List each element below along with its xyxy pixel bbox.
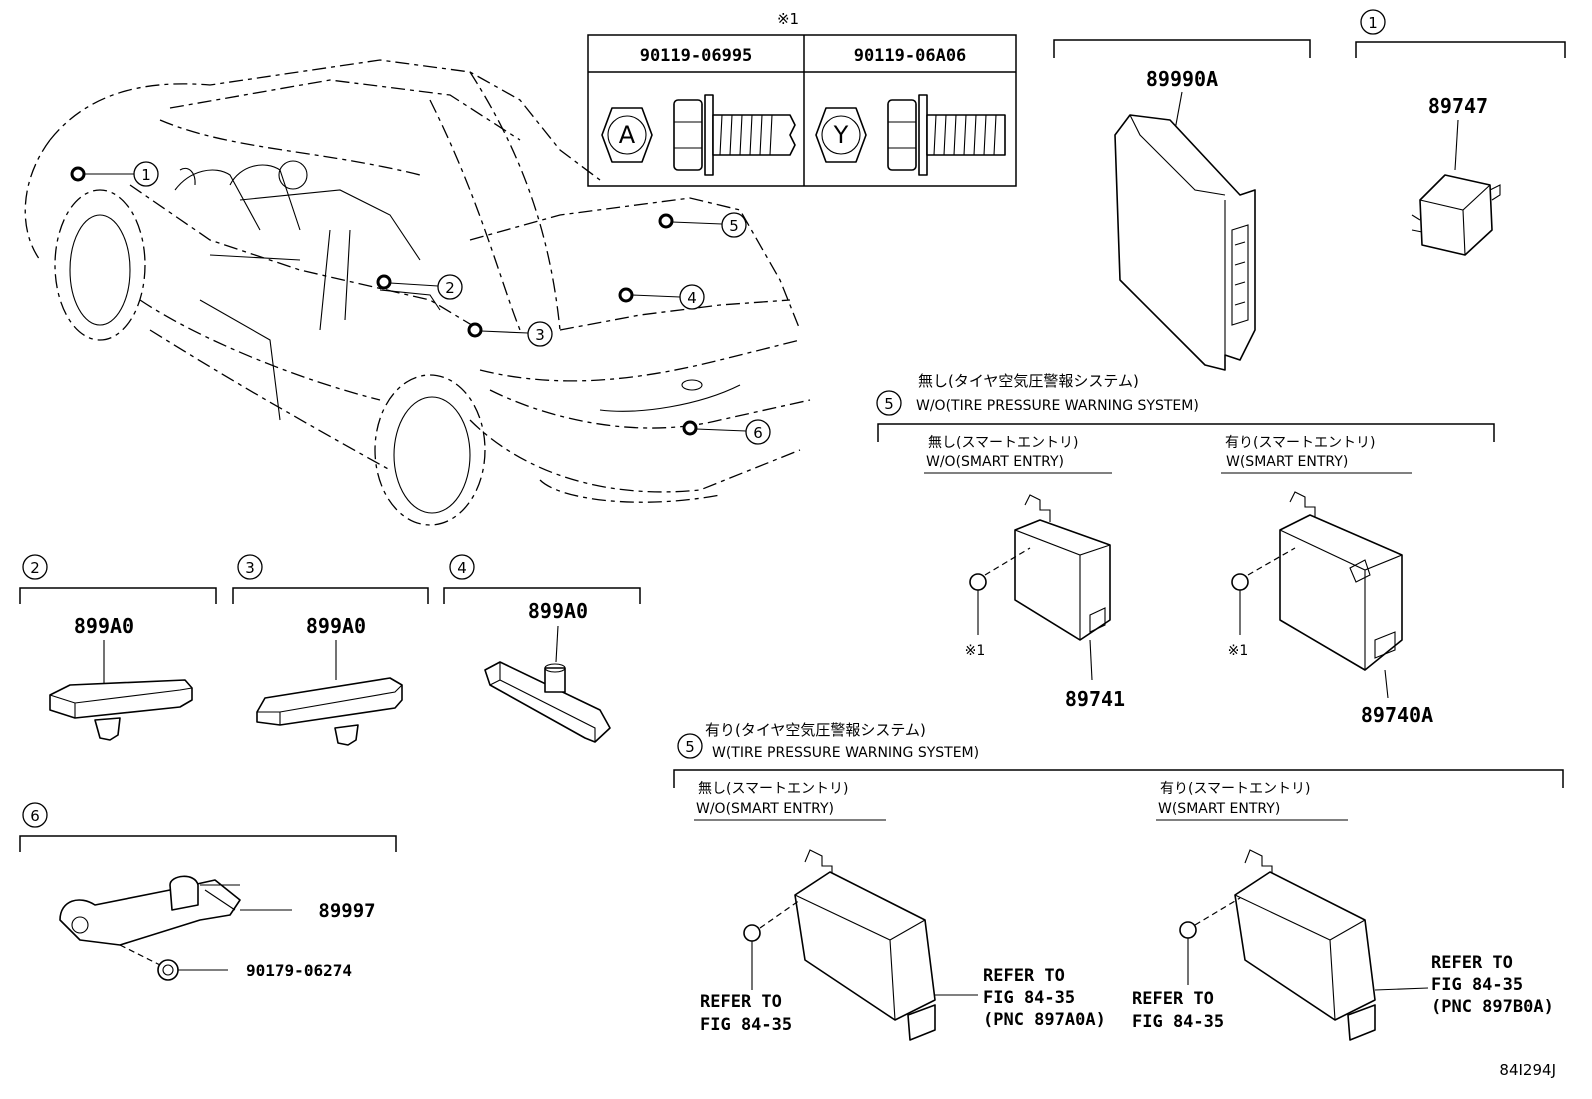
location-marker-4 xyxy=(618,287,634,303)
location-marker-1 xyxy=(70,166,86,182)
group5a-left-label-jp: 無し(スマートエントリ) xyxy=(928,435,1079,451)
group5a-number: 5 xyxy=(884,395,894,413)
group5b-left-unit-ref-line2: FIG 84-35 xyxy=(983,988,1075,1008)
group5b-right-label-jp: 有り(スマートエントリ) xyxy=(1160,781,1311,797)
callout-number-4: 4 xyxy=(687,289,697,307)
bolt-head-side-icon xyxy=(887,99,917,171)
group5b-right-unit-ref-line1: REFER TO xyxy=(1431,953,1513,973)
group5a-left-label-en: W/O(SMART ENTRY) xyxy=(926,454,1064,470)
part-number-89747: 89747 xyxy=(1428,94,1488,118)
group5b-left-unit-ref-line1: REFER TO xyxy=(983,966,1065,986)
callout-circle-3 xyxy=(527,321,553,347)
group-5-with-tpws: 有り(タイヤ空気圧警報システム) 5 W(TIRE PRESSURE WARNI… xyxy=(673,721,1564,1041)
group5a-title-jp: 無し(タイヤ空気圧警報システム) xyxy=(918,372,1139,390)
group5a-left-part-number: 89741 xyxy=(1065,687,1125,711)
group5b-left-label-en: W/O(SMART ENTRY) xyxy=(696,801,834,817)
antenna-module-icon[interactable] xyxy=(256,677,403,726)
receiver-module-icon[interactable] xyxy=(1014,519,1111,641)
table-note-mark: ※1 xyxy=(777,10,799,28)
bolt-head-side-icon xyxy=(673,99,703,171)
antenna-module-icon[interactable] xyxy=(49,679,193,719)
group-2: 2 899A0 xyxy=(19,554,217,741)
receiver-module-icon[interactable] xyxy=(794,871,936,1021)
ecu-part-number: 89990A xyxy=(1146,67,1218,91)
bolt-symbol-a: A xyxy=(619,121,636,149)
group5b-left-label-jp: 無し(スマートエントリ) xyxy=(698,781,849,797)
group5b-right-bolt-ref-line2: FIG 84-35 xyxy=(1132,1012,1224,1032)
group-number-1: 1 xyxy=(1368,14,1378,32)
group5a-right-bolt-note: ※1 xyxy=(1228,643,1249,659)
callout-number-1: 1 xyxy=(141,166,151,184)
group5a-right-part-number: 89740A xyxy=(1361,703,1433,727)
group5a-right-label-jp: 有り(スマートエントリ) xyxy=(1225,435,1376,451)
fastener-table: ※1 90119-06995 90119-06A06 A Y xyxy=(587,10,1017,187)
ecu-group: 89990A xyxy=(1053,39,1311,371)
ecu-module-icon[interactable] xyxy=(1114,114,1256,371)
callout-number-3: 3 xyxy=(535,326,545,344)
sensor-bracket-icon[interactable] xyxy=(59,879,241,946)
group5b-number: 5 xyxy=(685,738,695,756)
bolt-icon[interactable] xyxy=(743,924,761,942)
antenna-module-icon[interactable] xyxy=(484,661,611,743)
vehicle-callouts: 1 2 3 4 5 6 xyxy=(70,161,771,445)
group-3: 3 899A0 xyxy=(232,554,429,746)
group-number-2: 2 xyxy=(30,559,40,577)
bolt-icon[interactable] xyxy=(1179,921,1197,939)
callout-number-5: 5 xyxy=(729,217,739,235)
group-number-3: 3 xyxy=(245,559,255,577)
group5b-title-en: W(TIRE PRESSURE WARNING SYSTEM) xyxy=(712,745,979,761)
diagram-id: 84I294J xyxy=(1499,1061,1556,1079)
group6-nut-part-number: 90179-06274 xyxy=(246,961,352,980)
group5b-right-bolt-ref-line1: REFER TO xyxy=(1132,989,1214,1009)
vehicle-illustration xyxy=(24,59,811,526)
sensor-module-icon[interactable] xyxy=(1419,174,1493,256)
group5b-right-unit-ref-line3: (PNC 897B0A) xyxy=(1431,997,1554,1017)
group5a-left-bolt-note: ※1 xyxy=(965,643,986,659)
receiver-module-icon[interactable] xyxy=(1279,514,1403,671)
group-5-without-tpws: 無し(タイヤ空気圧警報システム) 5 W/O(TIRE PRESSURE WAR… xyxy=(876,372,1495,727)
callout-circle-5 xyxy=(721,212,747,238)
group-number-6: 6 xyxy=(30,807,40,825)
bolt-thread-icon xyxy=(712,114,796,156)
callout-circle-1 xyxy=(133,161,159,187)
callout-circle-2 xyxy=(437,274,463,300)
bolt-icon[interactable] xyxy=(969,573,987,591)
group5a-right-label-en: W(SMART ENTRY) xyxy=(1226,454,1348,470)
group5b-title-jp: 有り(タイヤ空気圧警報システム) xyxy=(705,721,926,739)
callout-circle-4 xyxy=(679,284,705,310)
bolt-icon[interactable] xyxy=(1231,573,1249,591)
group5a-title-en: W/O(TIRE PRESSURE WARNING SYSTEM) xyxy=(916,398,1199,414)
group5b-left-bolt-ref-line1: REFER TO xyxy=(700,992,782,1012)
group5b-left-bolt-ref-line2: FIG 84-35 xyxy=(700,1015,792,1035)
location-marker-6 xyxy=(682,420,698,436)
group4-part-number: 899A0 xyxy=(528,599,588,623)
bolt-symbol-y: Y xyxy=(833,121,849,149)
group6-main-part-number: 89997 xyxy=(318,900,375,922)
bolt-head-top-view-icon xyxy=(815,107,867,163)
group2-part-number: 899A0 xyxy=(74,614,134,638)
callout-number-2: 2 xyxy=(445,279,455,297)
location-marker-5 xyxy=(658,213,674,229)
receiver-module-icon[interactable] xyxy=(1234,871,1376,1021)
location-marker-3 xyxy=(467,322,483,338)
group5b-right-label-en: W(SMART ENTRY) xyxy=(1158,801,1280,817)
group5b-right-unit-ref-line2: FIG 84-35 xyxy=(1431,975,1523,995)
callout-circle-6 xyxy=(745,419,771,445)
nut-icon[interactable] xyxy=(157,959,179,981)
fastener-part-number-2: 90119-06A06 xyxy=(854,46,967,66)
group-1: 1 89747 xyxy=(1355,9,1566,256)
group3-part-number: 899A0 xyxy=(306,614,366,638)
group5b-left-unit-ref-line3: (PNC 897A0A) xyxy=(983,1010,1106,1030)
bolt-head-top-view-icon xyxy=(601,107,653,163)
group-number-4: 4 xyxy=(457,559,467,577)
location-marker-2 xyxy=(376,274,392,290)
callout-number-6: 6 xyxy=(753,424,763,442)
fastener-part-number-1: 90119-06995 xyxy=(640,46,753,66)
group-6: 6 89997 90179-06274 xyxy=(19,802,397,981)
group-4: 4 899A0 xyxy=(443,554,641,743)
